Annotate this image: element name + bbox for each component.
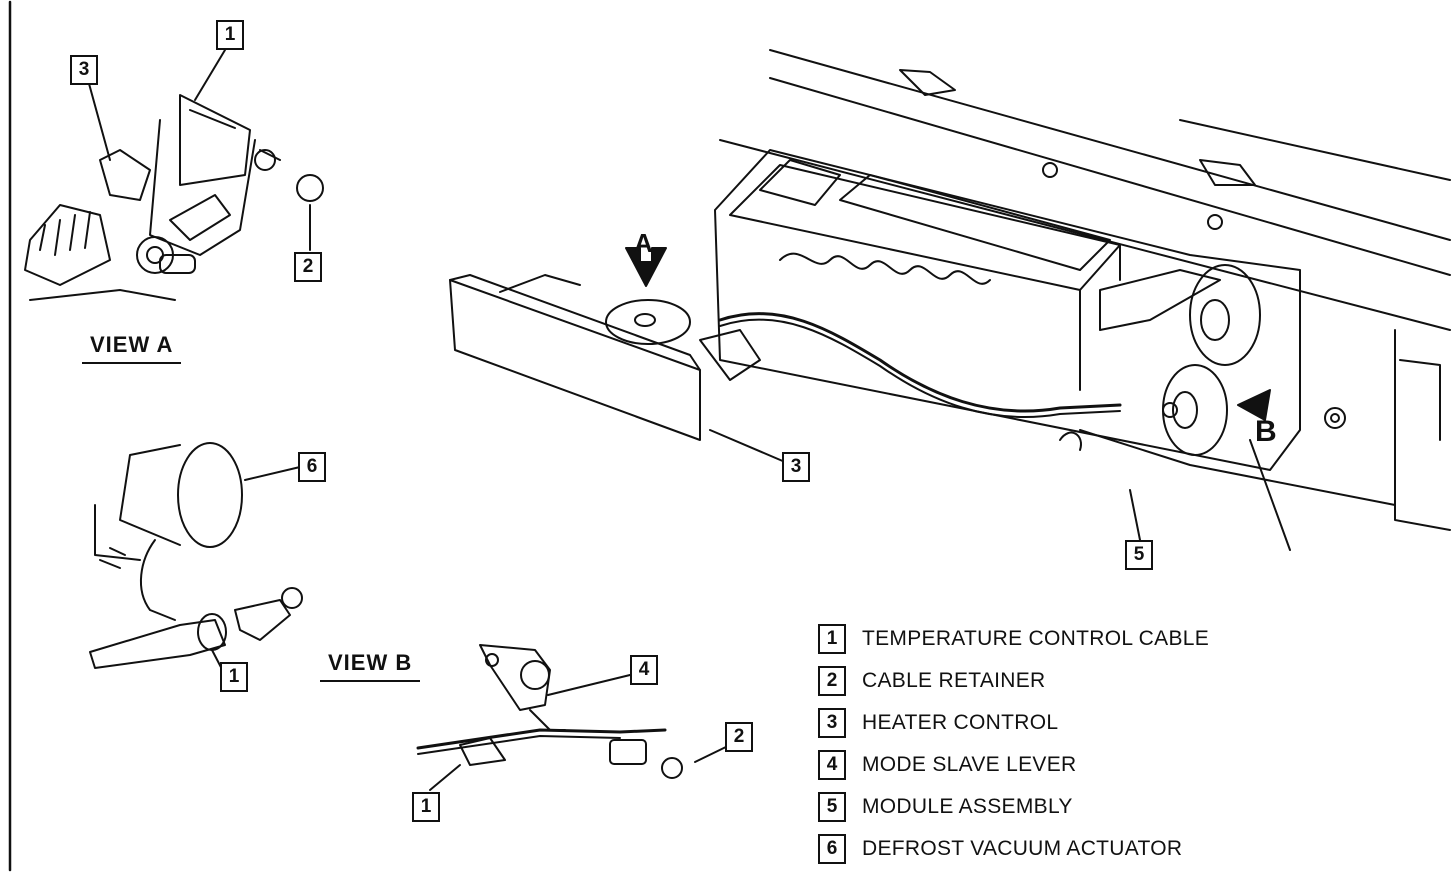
legend-item: 5 MODULE ASSEMBLY [818,786,1278,828]
legend-number: 6 [818,834,846,864]
callout-3-view-a: 3 [70,55,98,85]
legend-text: TEMPERATURE CONTROL CABLE [862,627,1210,650]
arrow-a-label: A [634,228,653,258]
view-a-drawing [24,94,324,301]
legend-text: DEFROST VACUUM ACTUATOR [862,837,1183,860]
callout-2-view-a: 2 [294,252,322,282]
callout-6-actuator: 6 [298,452,326,482]
callout-1-view-b: 1 [412,792,440,822]
legend-item: 6 DEFROST VACUUM ACTUATOR [818,828,1278,870]
legend-number: 3 [818,708,846,738]
legend-number: 2 [818,666,846,696]
legend-item: 1 TEMPERATURE CONTROL CABLE [818,618,1278,660]
legend-text: CABLE RETAINER [862,669,1046,692]
callout-3-main: 3 [782,452,810,482]
legend-item: 4 MODE SLAVE LEVER [818,744,1278,786]
actuator-drawing [89,442,303,676]
parts-legend: 1 TEMPERATURE CONTROL CABLE 2 CABLE RETA… [818,618,1278,870]
view-b-label: VIEW B [320,650,421,682]
module-drawing [449,49,1451,551]
legend-item: 3 HEATER CONTROL [818,702,1278,744]
legend-text: MODE SLAVE LEVER [862,753,1077,776]
legend-text: HEATER CONTROL [862,711,1059,734]
legend-number: 4 [818,750,846,780]
callout-2-view-b: 2 [725,722,753,752]
legend-text: MODULE ASSEMBLY [862,795,1073,818]
callout-4-view-b: 4 [630,655,658,685]
view-a-label: VIEW A [82,332,182,364]
arrow-b-label: B [1255,415,1277,448]
callout-5-main: 5 [1125,540,1153,570]
callout-1-view-a: 1 [216,20,244,50]
legend-number: 1 [818,624,846,654]
callout-1-actuator: 1 [220,662,248,692]
legend-item: 2 CABLE RETAINER [818,660,1278,702]
legend-number: 5 [818,792,846,822]
view-b-drawing [416,644,731,791]
